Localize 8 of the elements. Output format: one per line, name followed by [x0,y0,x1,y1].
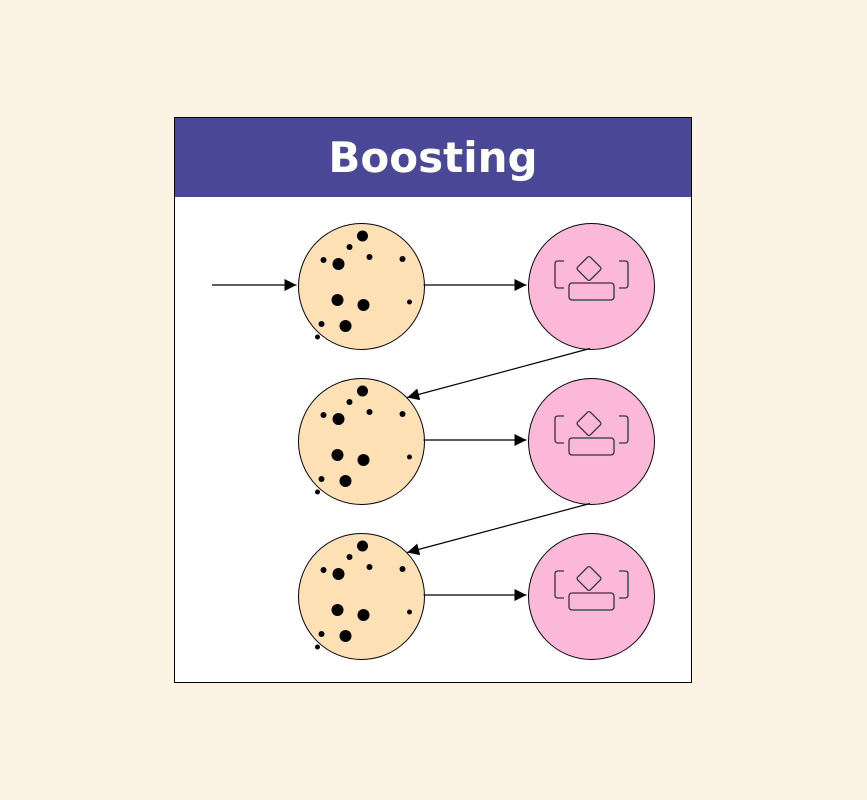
title-text: Boosting [328,133,538,182]
arrow [407,502,590,556]
arrow [424,589,526,601]
arrow [424,279,526,291]
arrow [212,279,296,291]
arrow [424,434,526,446]
arrow [407,348,590,400]
diagram-panel [174,117,692,683]
